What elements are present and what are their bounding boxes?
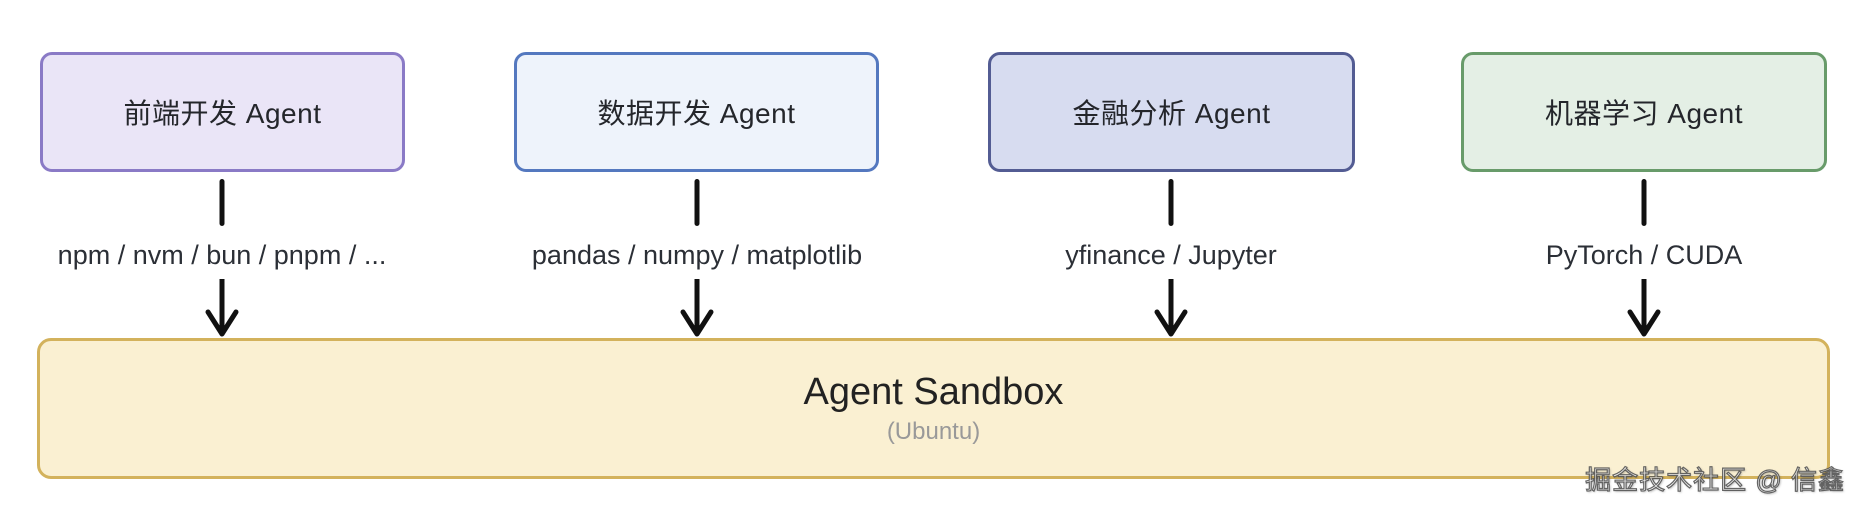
tool-label-frontend: npm / nvm / bun / pnpm / ...	[57, 240, 387, 270]
down-arrow-icon	[205, 279, 239, 337]
sandbox-box: Agent Sandbox (Ubuntu)	[37, 338, 1830, 479]
arrow-line	[1168, 179, 1174, 226]
tool-label-data-dev: pandas / numpy / matplotlib	[531, 240, 863, 270]
agent-box-ml-label: 机器学习 Agent	[1545, 98, 1743, 129]
down-arrow-icon	[1154, 279, 1188, 337]
down-arrow-icon	[680, 279, 714, 337]
arrow-line	[219, 179, 225, 226]
tool-label-finance: yfinance / Jupyter	[1065, 240, 1277, 270]
agent-box-finance-label: 金融分析 Agent	[1072, 98, 1271, 129]
sandbox-title: Agent Sandbox	[803, 370, 1064, 413]
arrow-line	[1641, 179, 1647, 226]
agent-box-data-dev: 数据开发 Agent	[514, 52, 879, 172]
agent-box-frontend: 前端开发 Agent	[40, 52, 405, 172]
agent-box-finance: 金融分析 Agent	[988, 52, 1355, 172]
down-arrow-icon	[1627, 279, 1661, 337]
tool-label-ml: PyTorch / CUDA	[1545, 240, 1743, 270]
arrow-line	[694, 179, 700, 226]
agent-box-ml: 机器学习 Agent	[1461, 52, 1827, 172]
agent-box-data-dev-label: 数据开发 Agent	[597, 98, 796, 129]
watermark-text: 掘金技术社区 @ 信鑫	[1585, 464, 1845, 495]
sandbox-subtitle: (Ubuntu)	[886, 418, 981, 446]
agent-box-frontend-label: 前端开发 Agent	[123, 98, 322, 129]
